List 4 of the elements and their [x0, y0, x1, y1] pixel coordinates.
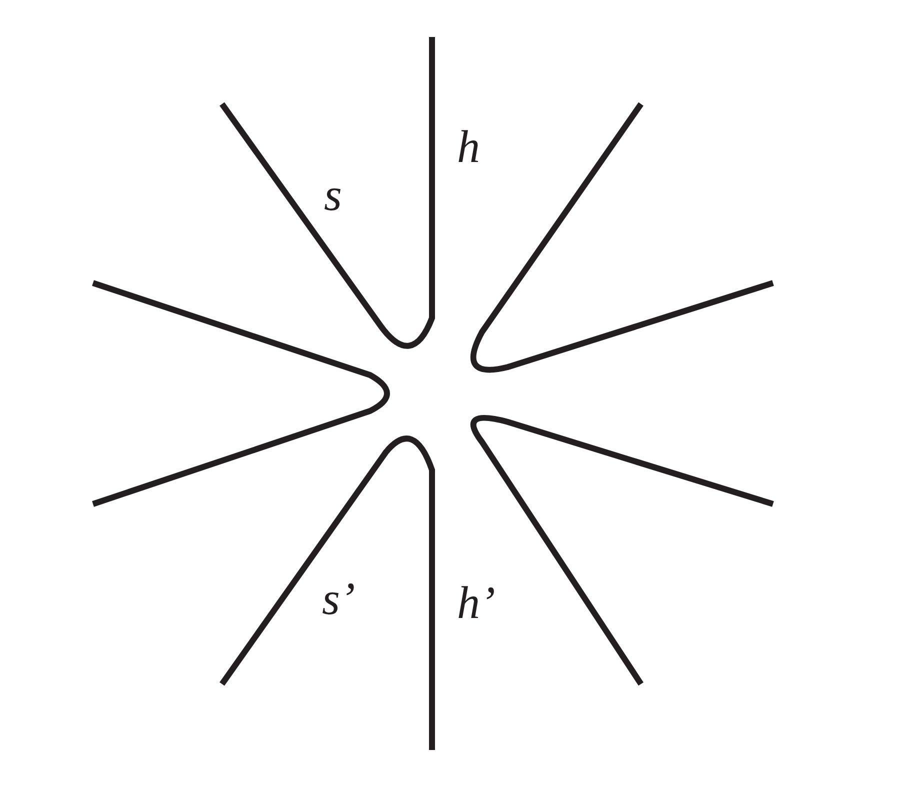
curve-label: s’ — [322, 576, 356, 622]
curve-label: h’ — [457, 580, 496, 626]
curve-label: s — [324, 172, 342, 218]
curve-label: h — [457, 124, 480, 170]
